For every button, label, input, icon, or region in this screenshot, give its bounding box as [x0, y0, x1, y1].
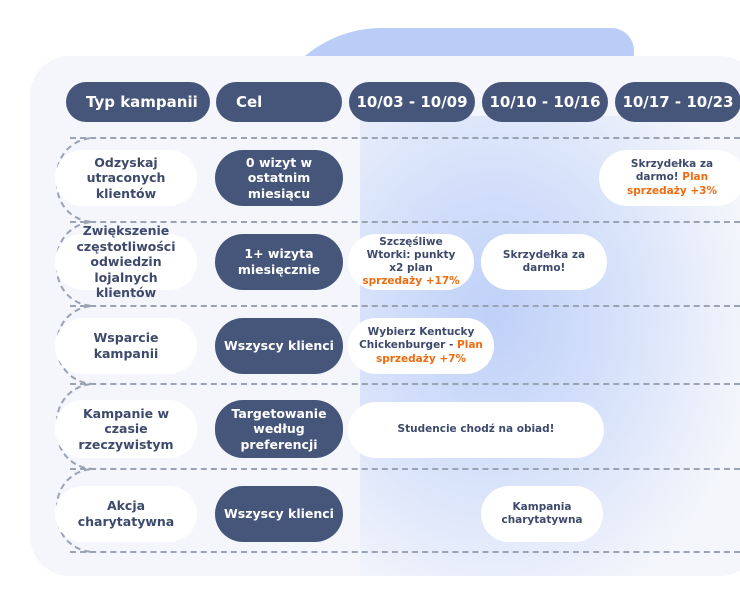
- header-campaign-type: Typ kampanii: [66, 82, 210, 122]
- plan-support-week-1: Wybierz Kentucky Chickenburger - Plan sp…: [348, 318, 494, 374]
- plan-text: Skrzydełka za darmo!: [630, 158, 714, 184]
- plan-text: Szczęśliwe Wtorki: punkty x2 plan: [366, 235, 456, 274]
- goal-support: Wszyscy klienci: [215, 318, 343, 374]
- header-week-1: 10/03 - 10/09: [349, 82, 475, 122]
- campaign-type-realtime: Kampanie w czasie rzeczywistym: [55, 400, 197, 458]
- goal-win-back: 0 wizyt w ostatnim miesiącu: [215, 150, 343, 206]
- row-separator: [70, 137, 740, 139]
- goal-charity: Wszyscy klienci: [215, 486, 343, 542]
- row-separator: [70, 468, 740, 470]
- campaign-type-win-back: Odzyskaj utraconych klientów: [55, 150, 197, 206]
- header-week-2: 10/10 - 10/16: [482, 82, 608, 122]
- row-separator: [70, 551, 740, 553]
- campaign-type-charity: Akcja charytatywna: [55, 486, 197, 542]
- row-separator: [70, 221, 740, 223]
- plan-loyalty-week-2: Skrzydełka za darmo!: [481, 234, 607, 290]
- plan-loyalty-week-1: Szczęśliwe Wtorki: punkty x2 plan sprzed…: [348, 234, 474, 290]
- plan-highlight: sprzedaży +17%: [362, 275, 460, 288]
- goal-realtime: Targetowanie według preferencji: [215, 400, 343, 458]
- plan-charity-week-2: Kampania charytatywna: [481, 486, 603, 542]
- header-goal: Cel: [216, 82, 342, 122]
- row-separator: [70, 383, 740, 385]
- goal-loyalty: 1+ wizyta miesięcznie: [215, 234, 343, 290]
- row-separator: [70, 305, 740, 307]
- plan-win-back-week-3: Skrzydełka za darmo! Plan sprzedaży +3%: [599, 150, 740, 206]
- plan-realtime: Studencie chodź na obiad!: [348, 402, 604, 458]
- plan-highlight: Plan sprzedaży +3%: [626, 171, 717, 197]
- campaign-type-support: Wsparcie kampanii: [55, 318, 197, 374]
- plan-text: Wybierz Kentucky Chickenburger -: [359, 326, 475, 352]
- campaign-type-loyalty: Zwiększenie częstotliwości odwiedzin loj…: [55, 223, 197, 300]
- plan-highlight: Plan sprzedaży +7%: [375, 339, 483, 365]
- header-week-3: 10/17 - 10/23: [615, 82, 740, 122]
